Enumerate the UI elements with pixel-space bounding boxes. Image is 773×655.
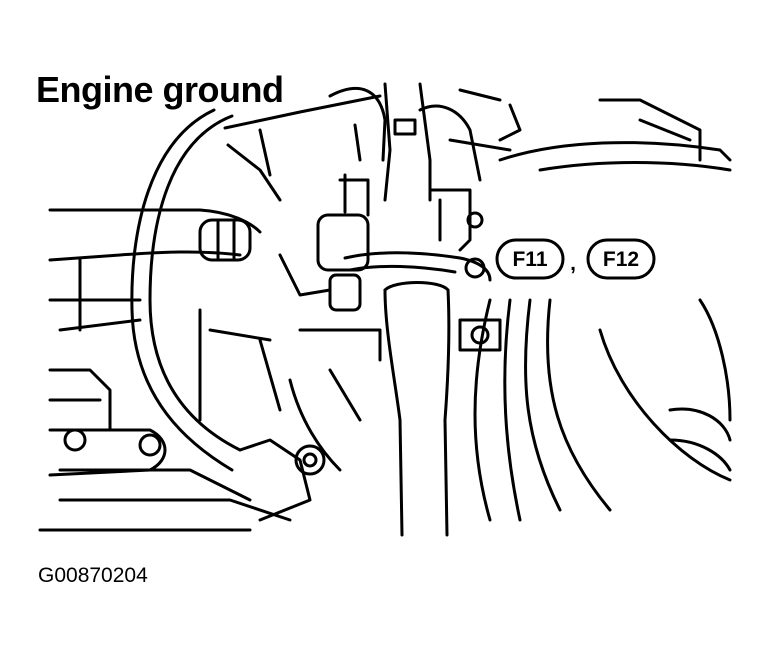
- diagram-title: Engine ground: [36, 69, 284, 110]
- connector-sensor: [316, 213, 370, 272]
- harness-loop: [130, 108, 242, 472]
- callout-separator: ,: [570, 252, 576, 275]
- callout-f11-oval: [495, 238, 565, 280]
- right-manifold: [498, 141, 732, 172]
- bracket-bolt: [466, 211, 484, 229]
- upper-clip: [393, 118, 417, 136]
- left-hose: [48, 208, 262, 262]
- callout-f12-label: F12: [603, 248, 639, 271]
- hose-clamp: [198, 218, 252, 262]
- central-pipe: [383, 288, 451, 537]
- upper-left-housing: [223, 94, 382, 202]
- upper-bracket: [328, 86, 387, 162]
- callout-f11-label: F11: [512, 248, 547, 271]
- figure-id: G00870204: [38, 564, 148, 587]
- ground-bolt: [464, 257, 486, 279]
- right-pipes: [473, 298, 732, 522]
- callout-f12-oval: [586, 238, 656, 280]
- upper-pipe: [383, 82, 432, 202]
- ground-bracket: [428, 188, 472, 252]
